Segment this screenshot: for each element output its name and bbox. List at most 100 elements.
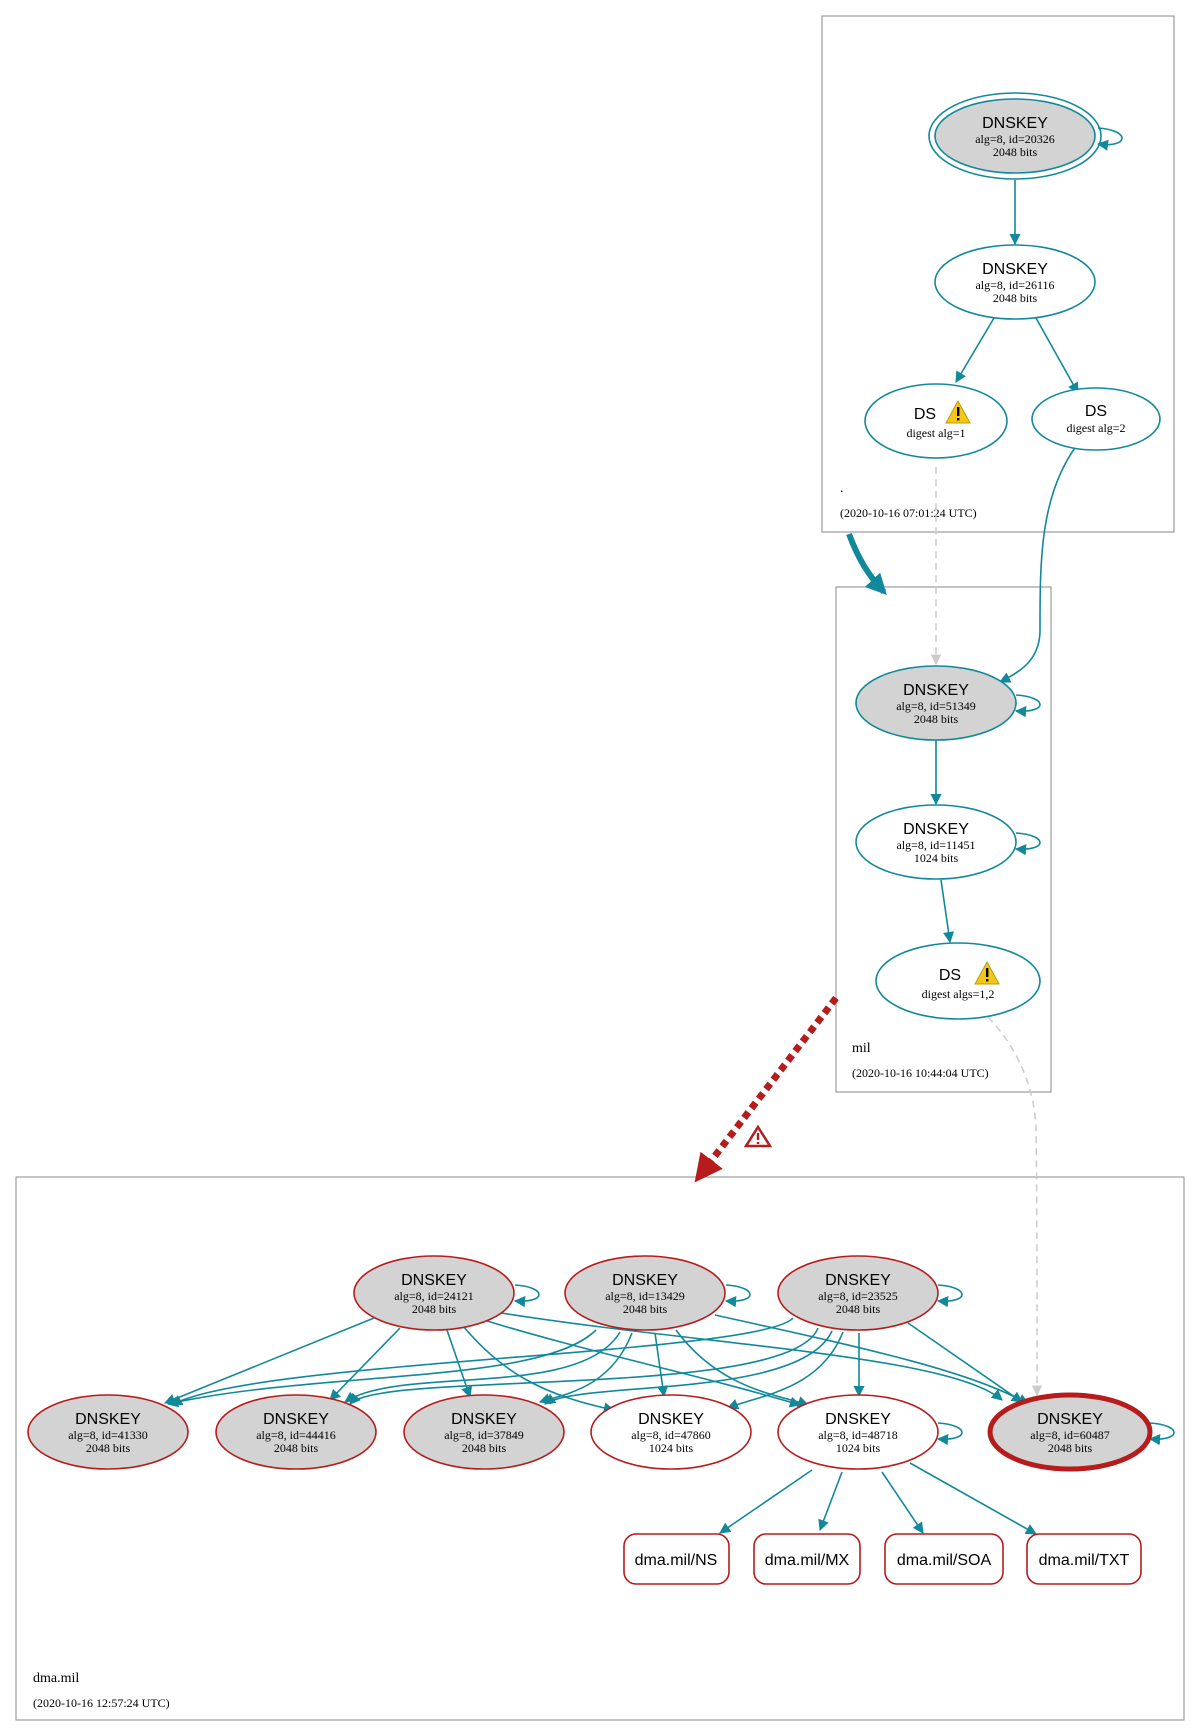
edge-24121-47860	[462, 1325, 616, 1414]
warning-triangle-icon	[974, 960, 1000, 985]
edge-root-ksk-self	[1096, 127, 1123, 151]
node-line2: 2048 bits	[623, 1302, 668, 1316]
node-line1: alg=8, id=20326	[975, 132, 1055, 146]
node-line1: alg=8, id=13429	[605, 1289, 685, 1303]
node-title: DNSKEY	[75, 1411, 141, 1428]
node-title: DNSKEY	[825, 1411, 891, 1428]
edge-24121-41330	[163, 1317, 375, 1405]
edge-13429-41330	[166, 1329, 597, 1408]
node-line2: 2048 bits	[462, 1441, 507, 1455]
edge-root-zsk-ds2	[1035, 317, 1079, 394]
node-line2: 1024 bits	[649, 1441, 694, 1455]
zone-root: . (2020-10-16 07:01:24 UTC)	[821, 15, 1175, 533]
node-line2: 2048 bits	[412, 1302, 457, 1316]
node-dnskey-37849[interactable]: DNSKEY alg=8, id=37849 2048 bits	[403, 1394, 565, 1470]
zone-mil: mil (2020-10-16 10:44:04 UTC)	[835, 586, 1052, 1093]
rrset-mx-label: dma.mil/MX	[765, 1552, 850, 1569]
edge-60487-self	[1148, 1422, 1175, 1446]
node-root-ksk[interactable]: DNSKEY alg=8, id=20326 2048 bits	[928, 92, 1102, 180]
node-title: DNSKEY	[401, 1272, 467, 1289]
node-root-zsk[interactable]: DNSKEY alg=8, id=26116 2048 bits	[934, 244, 1096, 320]
node-dnskey-23525[interactable]: DNSKEY alg=8, id=23525 2048 bits	[777, 1255, 939, 1331]
edge-48718-ns	[719, 1469, 813, 1534]
zone-dma: dma.mil (2020-10-16 12:57:24 UTC)	[15, 1176, 1185, 1721]
edge-48718-mx	[818, 1471, 843, 1532]
edge-48718-txt	[909, 1462, 1037, 1535]
edge-23525-self	[936, 1284, 963, 1308]
node-dnskey-13429[interactable]: DNSKEY alg=8, id=13429 2048 bits	[564, 1255, 726, 1331]
node-title: DNSKEY	[903, 821, 969, 838]
edge-48718-self	[936, 1422, 963, 1446]
edge-13429-self	[724, 1284, 751, 1308]
node-title: DNSKEY	[263, 1411, 329, 1428]
node-mil-zsk[interactable]: DNSKEY alg=8, id=11451 1024 bits	[855, 804, 1017, 880]
node-mil-ds[interactable]: DS digest algs=1,2	[875, 942, 1041, 1020]
node-line2: 2048 bits	[1048, 1441, 1093, 1455]
rrset-mx[interactable]: dma.mil/MX	[753, 1533, 861, 1585]
edge-mil-zsk-self	[1014, 832, 1041, 856]
edges	[163, 127, 1175, 1535]
node-root-ds2[interactable]: DS digest alg=2	[1031, 387, 1161, 451]
node-line1: digest alg=2	[1066, 421, 1125, 435]
node-dnskey-48718[interactable]: DNSKEY alg=8, id=48718 1024 bits	[777, 1394, 939, 1470]
edge-13429-47860	[654, 1332, 669, 1398]
node-line2: 1024 bits	[914, 851, 959, 865]
zone-root-timestamp: (2020-10-16 07:01:24 UTC)	[840, 506, 977, 520]
delegation-root-to-mil	[846, 532, 887, 596]
rrset-soa-label: dma.mil/SOA	[897, 1552, 992, 1569]
node-dnskey-47860[interactable]: DNSKEY alg=8, id=47860 1024 bits	[590, 1394, 752, 1470]
node-root-ds1[interactable]: DS digest alg=1	[864, 383, 1008, 459]
node-line2: 2048 bits	[993, 145, 1038, 159]
node-title: DNSKEY	[825, 1272, 891, 1289]
warning-triangle-icon	[945, 399, 971, 424]
node-title: DS	[939, 967, 961, 984]
node-mil-ksk[interactable]: DNSKEY alg=8, id=51349 2048 bits	[855, 665, 1017, 741]
node-title: DS	[914, 406, 936, 423]
edge-23525-60487	[907, 1322, 1023, 1403]
edge-ds2-to-mil-ksk	[998, 444, 1078, 683]
node-line2: 2048 bits	[914, 712, 959, 726]
rrset-txt[interactable]: dma.mil/TXT	[1026, 1533, 1142, 1585]
node-title: DS	[1085, 403, 1107, 420]
node-line1: digest alg=1	[906, 426, 965, 440]
node-line2: 2048 bits	[836, 1302, 881, 1316]
edge-23525-41330	[171, 1317, 794, 1406]
node-line1: alg=8, id=11451	[896, 838, 975, 852]
edge-mil-ksk-self	[1014, 694, 1041, 718]
edge-13429-60487	[714, 1314, 1029, 1405]
node-line1: alg=8, id=51349	[896, 699, 976, 713]
edge-root-zsk-ds1	[955, 317, 995, 383]
node-line2: 1024 bits	[836, 1441, 881, 1455]
zone-mil-timestamp: (2020-10-16 10:44:04 UTC)	[852, 1066, 989, 1080]
node-line1: alg=8, id=37849	[444, 1428, 524, 1442]
node-title: DNSKEY	[638, 1411, 704, 1428]
rrset-ns-label: dma.mil/NS	[635, 1552, 718, 1569]
edge-48718-soa	[881, 1471, 924, 1534]
node-title: DNSKEY	[1037, 1411, 1103, 1428]
edge-23525-44416	[349, 1327, 819, 1405]
delegation-mil-to-dma-error	[694, 995, 839, 1183]
node-line2: 2048 bits	[86, 1441, 131, 1455]
rrset-soa[interactable]: dma.mil/SOA	[884, 1533, 1004, 1585]
edge-24121-44416	[329, 1327, 401, 1401]
node-title: DNSKEY	[982, 115, 1048, 132]
edge-mil-ds-to-dma-60487	[987, 1016, 1043, 1397]
zone-dma-timestamp: (2020-10-16 12:57:24 UTC)	[33, 1696, 170, 1710]
zone-dma-name: dma.mil	[33, 1671, 79, 1686]
node-line1: digest algs=1,2	[922, 987, 995, 1001]
zone-mil-name: mil	[852, 1041, 871, 1056]
node-line1: alg=8, id=24121	[394, 1289, 474, 1303]
edge-mil-zsk-ds	[940, 879, 955, 944]
edge-24121-self	[513, 1284, 540, 1308]
node-dnskey-41330[interactable]: DNSKEY alg=8, id=41330 2048 bits	[27, 1394, 189, 1470]
node-dnskey-60487[interactable]: DNSKEY alg=8, id=60487 2048 bits	[987, 1392, 1153, 1472]
node-title: DNSKEY	[982, 261, 1048, 278]
node-line1: alg=8, id=48718	[818, 1428, 898, 1442]
error-triangle-icon	[743, 1124, 773, 1148]
edge-13429-44416	[344, 1331, 621, 1403]
rrset-ns[interactable]: dma.mil/NS	[623, 1533, 730, 1585]
node-line2: 2048 bits	[993, 291, 1038, 305]
node-dnskey-24121[interactable]: DNSKEY alg=8, id=24121 2048 bits	[353, 1255, 515, 1331]
node-dnskey-44416[interactable]: DNSKEY alg=8, id=44416 2048 bits	[215, 1394, 377, 1470]
zone-root-name: .	[840, 481, 844, 496]
